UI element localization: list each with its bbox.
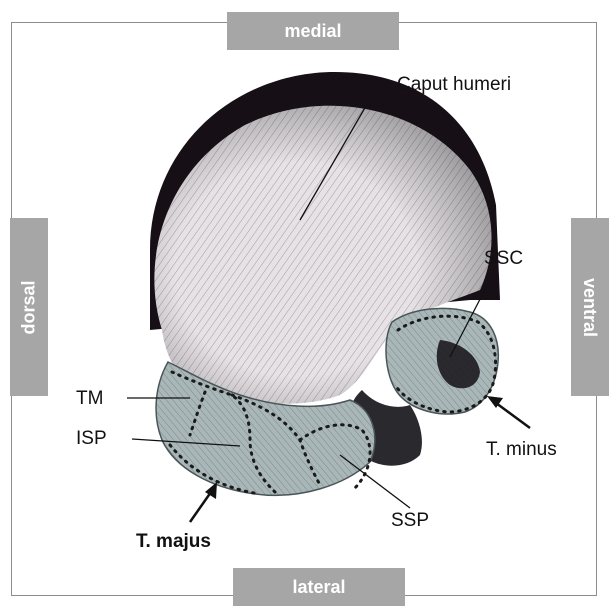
orientation-label-medial: medial (284, 21, 341, 42)
label-caput-humeri: Caput humeri (397, 74, 511, 96)
orientation-tab-lateral: lateral (233, 568, 405, 606)
orientation-label-ventral: ventral (580, 277, 601, 336)
label-isp: ISP (76, 428, 107, 450)
arrow-t-minus (487, 396, 530, 428)
label-ssp: SSP (391, 510, 429, 532)
orientation-tab-medial: medial (227, 12, 399, 50)
orientation-tab-ventral: ventral (571, 218, 609, 396)
arrow-t-majus (190, 482, 217, 522)
orientation-tab-dorsal: dorsal (10, 218, 48, 396)
label-t-minus: T. minus (486, 439, 557, 461)
orientation-label-lateral: lateral (292, 577, 345, 598)
label-ssc: SSC (484, 248, 523, 270)
label-t-majus: T. majus (136, 531, 211, 553)
label-tm: TM (76, 388, 103, 410)
orientation-label-dorsal: dorsal (19, 280, 40, 334)
